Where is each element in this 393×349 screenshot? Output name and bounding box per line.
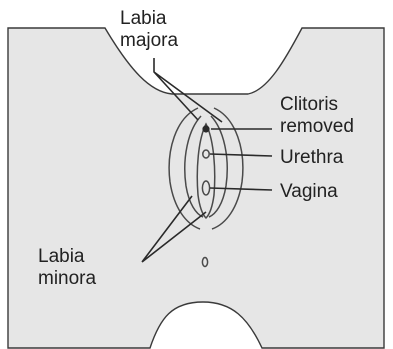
label-vagina: Vagina bbox=[280, 181, 338, 202]
clitoris-site-mark bbox=[202, 125, 209, 132]
label-urethra: Urethra bbox=[280, 147, 344, 168]
label-clitoris-removed: Clitoris removed bbox=[280, 94, 354, 137]
label-labia-majora: Labia majora bbox=[120, 8, 179, 51]
label-labia-minora: Labia minora bbox=[38, 246, 97, 289]
